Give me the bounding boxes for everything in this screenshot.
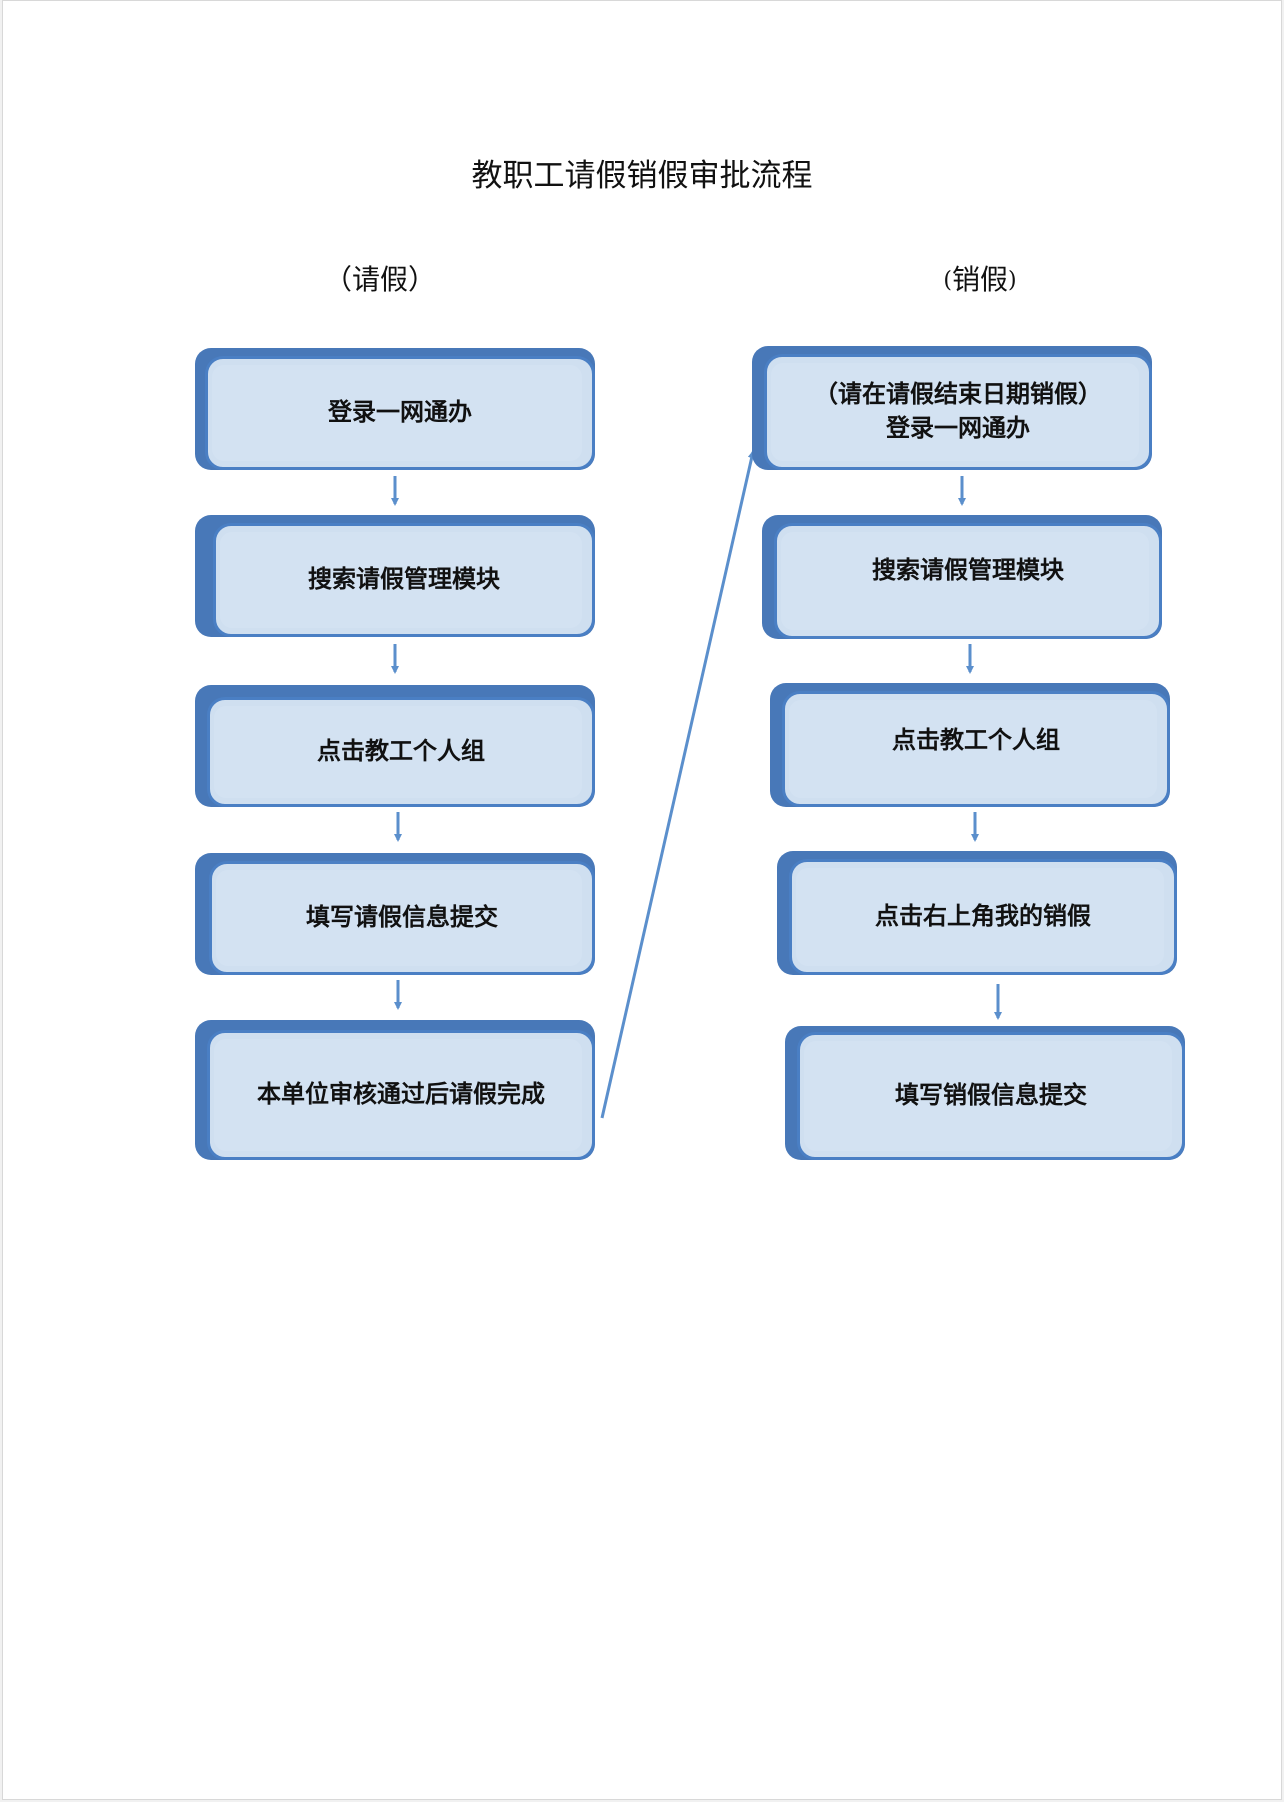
- cancel-step-1: （请在请假结束日期销假） 登录一网通办: [752, 346, 1152, 470]
- cancel-step-4: 点击右上角我的销假: [777, 851, 1177, 975]
- leave-step-4: 填写请假信息提交: [195, 853, 595, 975]
- cancel-step-3-label: 点击教工个人组: [892, 726, 1060, 754]
- leave-step-3: 点击教工个人组: [195, 685, 595, 807]
- cancel-column-header: (销假): [943, 263, 1017, 296]
- cancel-step-5: 填写销假信息提交: [785, 1026, 1185, 1160]
- leave-step-1-label: 登录一网通办: [328, 398, 472, 427]
- leave-step-3-label: 点击教工个人组: [317, 737, 485, 766]
- cancel-step-2-label: 搜索请假管理模块: [872, 556, 1064, 584]
- cancel-step-3: 点击教工个人组: [770, 683, 1170, 807]
- leave-step-5-label: 本单位审核通过后请假完成: [257, 1080, 545, 1109]
- cancel-step-4-label: 点击右上角我的销假: [875, 902, 1091, 931]
- cancel-step-1-note: （请在请假结束日期销假）: [814, 380, 1102, 409]
- leave-step-5: 本单位审核通过后请假完成: [195, 1020, 595, 1160]
- leave-step-2-label: 搜索请假管理模块: [308, 565, 500, 594]
- cancel-step-1-label: 登录一网通办: [886, 414, 1030, 442]
- leave-step-4-label: 填写请假信息提交: [306, 903, 498, 932]
- cross-arrow: [600, 450, 756, 1119]
- leave-step-1: 登录一网通办: [195, 348, 595, 470]
- leave-column-header: （请假）: [323, 263, 436, 296]
- cancel-step-5-label: 填写销假信息提交: [895, 1081, 1087, 1110]
- cancel-step-2: 搜索请假管理模块: [762, 515, 1162, 639]
- leave-step-2: 搜索请假管理模块: [195, 515, 595, 637]
- page-title: 教职工请假销假审批流程: [471, 158, 813, 194]
